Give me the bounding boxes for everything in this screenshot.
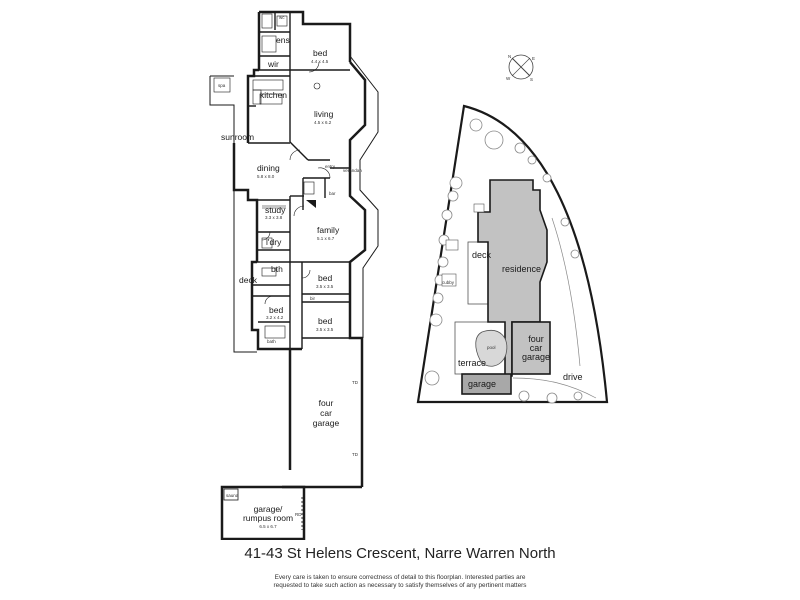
step-marker bbox=[306, 200, 316, 208]
site-spa bbox=[473, 203, 485, 213]
rumpus-dim: 6.5 x 6.7 bbox=[259, 524, 277, 529]
rumpus-rd: RD bbox=[295, 512, 302, 517]
room-study-dim: 3.3 x 3.8 bbox=[265, 215, 283, 220]
room-bed-3: bed bbox=[269, 305, 283, 315]
room-laundry: l'dry bbox=[266, 237, 282, 247]
room-bed-main: bed bbox=[313, 48, 327, 58]
room-verandah: verandah bbox=[343, 168, 362, 173]
compass-e: E bbox=[532, 56, 535, 61]
door-swings bbox=[261, 61, 331, 305]
site-drive-label: drive bbox=[563, 372, 583, 382]
room-sauna: sauna bbox=[226, 493, 239, 498]
site-four-car-line3: garage bbox=[522, 352, 550, 362]
room-bed-3-dim: 3.2 x 4.2 bbox=[266, 315, 284, 320]
outer-walls bbox=[232, 10, 367, 489]
property-address: 41-43 St Helens Crescent, Narre Warren N… bbox=[244, 545, 556, 562]
site-garage-label: garage bbox=[468, 379, 496, 389]
garage-label-line1: four bbox=[319, 398, 334, 408]
fixtures bbox=[213, 13, 321, 339]
site-cubby-label: cubby bbox=[442, 280, 455, 285]
pool-shape bbox=[475, 330, 508, 367]
site-four-car-garage bbox=[511, 321, 551, 375]
compass-n: N bbox=[508, 54, 511, 59]
room-entry: entry bbox=[325, 164, 336, 169]
room-bed-2-dim: 3.5 x 3.5 bbox=[316, 284, 334, 289]
room-sunroom: sunroom bbox=[221, 132, 254, 142]
site-pool-label: pool bbox=[487, 345, 496, 350]
room-living: living bbox=[314, 109, 334, 119]
room-dining: dining bbox=[257, 163, 280, 173]
room-study: study bbox=[265, 205, 286, 215]
room-spa: spa bbox=[218, 83, 226, 88]
site-shed bbox=[445, 239, 459, 251]
room-dining-dim: 5.8 x 8.0 bbox=[257, 174, 275, 179]
room-bath: bath bbox=[267, 339, 276, 344]
garage-label-line3: garage bbox=[313, 418, 340, 428]
compass-icon: N S E W bbox=[506, 54, 535, 82]
room-wir: wir bbox=[267, 59, 279, 69]
room-bed-main-dim: 4.4 x 4.5 bbox=[311, 59, 329, 64]
compass-w: W bbox=[506, 76, 511, 81]
garage-td-top: TD bbox=[352, 380, 359, 385]
room-ens: ens bbox=[276, 35, 290, 45]
rumpus-label-line2: rumpus room bbox=[243, 513, 293, 523]
site-deck-label: deck bbox=[472, 250, 492, 260]
room-bir: bir bbox=[310, 296, 316, 301]
disclaimer-line-2: requested to take such action as necessa… bbox=[273, 582, 527, 589]
room-bar: bar bbox=[329, 191, 336, 196]
room-wc: wc bbox=[279, 15, 285, 20]
rumpus-label-line1: garage/ bbox=[254, 504, 283, 514]
garage-td-bottom: TD bbox=[352, 452, 359, 457]
site-four-car-line1: four bbox=[528, 334, 544, 344]
floorplan-drawing: ens wir bed 4.4 x 4.5 kitchen living 4.5… bbox=[209, 10, 609, 540]
cubby-shed bbox=[441, 273, 457, 287]
room-bathroom: bth bbox=[271, 264, 283, 274]
room-family: family bbox=[317, 225, 340, 235]
room-deck: deck bbox=[239, 275, 258, 285]
disclaimer-line-1: Every care is taken to ensure correctnes… bbox=[274, 574, 526, 581]
floorplan bbox=[209, 10, 379, 540]
garage-label-line2: car bbox=[320, 408, 332, 418]
room-living-dim: 4.5 x 6.2 bbox=[314, 120, 332, 125]
room-bed-4-dim: 3.5 x 3.5 bbox=[316, 327, 334, 332]
site-four-car-line2: car bbox=[530, 343, 543, 353]
disclaimer: Every care is taken to ensure correctnes… bbox=[0, 574, 800, 590]
room-bed-2: bed bbox=[318, 273, 332, 283]
interior-walls bbox=[248, 12, 362, 349]
rumpus-building bbox=[220, 485, 306, 540]
driveway-edge bbox=[551, 217, 581, 367]
room-bed-4: bed bbox=[318, 316, 332, 326]
site-terrace-label: terrace bbox=[458, 358, 486, 368]
site-residence-label: residence bbox=[502, 264, 541, 274]
room-family-dim: 5.1 x 6.7 bbox=[317, 236, 335, 241]
site-garage bbox=[461, 373, 512, 395]
driveway-curve bbox=[512, 377, 597, 399]
trees bbox=[424, 118, 583, 404]
verandah-outline bbox=[209, 55, 379, 353]
floorplan-labels: ens wir bed 4.4 x 4.5 kitchen living 4.5… bbox=[218, 15, 362, 529]
room-kitchen: kitchen bbox=[260, 90, 287, 100]
compass-s: S bbox=[530, 77, 533, 82]
siteplan: N S E W bbox=[416, 54, 609, 404]
